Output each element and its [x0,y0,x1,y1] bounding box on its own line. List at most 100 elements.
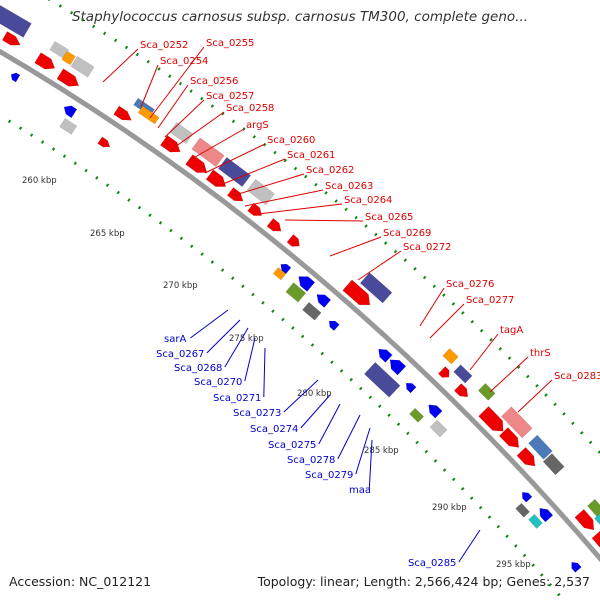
forward-gene-label[interactable]: tagA [500,325,523,336]
reverse-gene[interactable] [302,301,322,321]
reverse-gene-label[interactable]: Sca_0271 [213,393,261,404]
forward-gene[interactable] [477,383,496,401]
forward-gene-label[interactable]: Sca_0260 [267,135,315,146]
forward-gene[interactable] [191,137,225,168]
forward-gene[interactable] [453,383,471,401]
forward-gene-label[interactable]: Sca_0272 [403,242,451,253]
reverse-gene[interactable] [9,71,21,83]
forward-gene-label[interactable]: Sca_0263 [325,181,373,192]
forward-gene-label[interactable]: Sca_0257 [206,91,254,102]
forward-gene-label[interactable]: Sca_0283 [554,371,600,382]
reverse-gene[interactable] [285,282,307,303]
forward-gene[interactable] [160,135,183,156]
reverse-gene[interactable] [363,361,401,398]
forward-gene[interactable] [478,406,509,436]
forward-gene[interactable] [528,434,553,460]
topology-text: Topology: linear; Length: 2,566,424 bp; … [257,574,590,589]
forward-gene[interactable] [286,234,303,250]
forward-gene-label[interactable]: Sca_0254 [160,56,208,67]
forward-gene-label[interactable]: Sca_0276 [446,279,494,290]
accession-text: Accession: NC_012121 [9,574,152,589]
reverse-label-leader [355,427,371,475]
reverse-gene-label[interactable]: Sca_0267 [156,349,204,360]
forward-gene[interactable] [591,529,600,553]
reverse-gene[interactable] [327,318,340,331]
forward-gene[interactable] [542,453,565,476]
kbp-label: 260 kbp [22,176,57,186]
forward-gene-label[interactable]: Sca_0262 [306,165,354,176]
forward-gene[interactable] [56,68,82,91]
forward-gene-label[interactable]: Sca_0255 [206,38,254,49]
reverse-gene[interactable] [409,407,425,423]
reverse-gene-label[interactable]: Sca_0270 [194,377,242,388]
reverse-gene[interactable] [295,272,316,292]
reverse-gene[interactable] [425,401,443,419]
forward-gene-label[interactable]: Sca_0264 [344,195,392,206]
reverse-gene[interactable] [515,502,530,518]
forward-gene[interactable] [247,202,265,219]
forward-gene-label[interactable]: thrS [530,348,551,359]
reverse-gene-label[interactable]: maa [349,485,371,496]
reverse-gene[interactable] [403,380,417,394]
forward-gene[interactable] [1,31,23,50]
reverse-gene-label[interactable]: sarA [164,334,186,345]
forward-gene-label[interactable]: Sca_0258 [226,103,274,114]
kbp-label: 270 kbp [163,281,198,291]
forward-label-leader [102,48,139,83]
reverse-gene-label[interactable]: Sca_0279 [305,470,353,481]
forward-gene[interactable] [113,105,135,124]
reverse-gene[interactable] [97,136,112,150]
forward-gene[interactable] [453,364,473,384]
forward-gene[interactable] [70,55,95,78]
forward-gene-label[interactable]: argS [246,120,269,131]
forward-gene[interactable] [61,50,76,66]
reverse-gene[interactable] [61,103,78,119]
forward-gene[interactable] [594,512,600,528]
reverse-gene[interactable] [536,505,554,523]
forward-gene[interactable] [437,366,452,381]
reverse-gene[interactable] [519,490,533,503]
forward-gene[interactable] [587,498,600,517]
reverse-gene[interactable] [278,261,292,275]
reverse-gene[interactable] [569,560,582,573]
forward-gene[interactable] [246,178,275,206]
reverse-gene[interactable] [386,355,407,376]
forward-gene[interactable] [226,187,246,205]
forward-gene[interactable] [500,406,533,439]
reverse-gene[interactable] [314,291,332,308]
forward-gene[interactable] [342,279,375,310]
reverse-gene[interactable] [59,118,78,135]
forward-label-leader [429,303,465,339]
forward-gene-label[interactable]: Sca_0277 [466,295,514,306]
reverse-gene[interactable] [528,513,543,529]
kbp-label: 275 kbp [229,334,264,344]
tick-rail [0,113,566,600]
forward-gene-label[interactable]: Sca_0252 [140,40,188,51]
forward-gene[interactable] [359,272,393,304]
forward-gene-label[interactable]: Sca_0269 [383,228,431,239]
reverse-gene-label[interactable]: Sca_0275 [268,440,316,451]
forward-gene[interactable] [266,218,284,235]
reverse-label-leader [206,319,241,354]
forward-gene[interactable] [442,348,459,365]
reverse-gene-label[interactable]: Sca_0273 [233,408,281,419]
kbp-label: 280 kbp [297,389,332,399]
reverse-gene-label[interactable]: Sca_0268 [174,363,222,374]
reverse-label-leader [458,529,481,563]
reverse-gene[interactable] [429,419,448,438]
reverse-gene-label[interactable]: Sca_0285 [408,558,456,569]
forward-gene[interactable] [574,509,599,533]
forward-gene[interactable] [205,169,229,192]
reverse-gene[interactable] [375,345,393,363]
reverse-gene-label[interactable]: Sca_0278 [287,455,335,466]
forward-label-leader [231,173,305,197]
forward-gene-label[interactable]: Sca_0261 [287,150,335,161]
forward-gene[interactable] [498,427,523,452]
reverse-gene-label[interactable]: Sca_0274 [250,424,298,435]
forward-gene[interactable] [516,447,539,470]
forward-gene-label[interactable]: Sca_0265 [365,212,413,223]
forward-gene[interactable] [34,52,58,74]
forward-gene-label[interactable]: Sca_0256 [190,76,238,87]
forward-gene[interactable] [0,3,32,38]
